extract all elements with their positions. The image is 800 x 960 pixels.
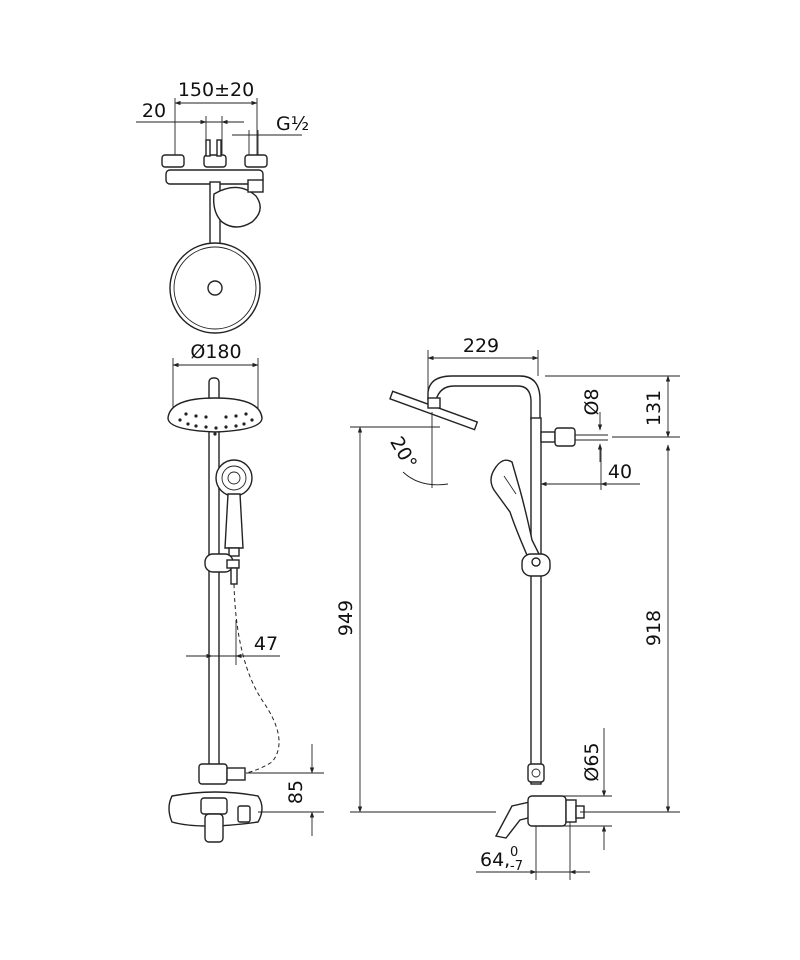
dim-depth-label: 64, [480, 849, 510, 871]
dim-head-dia-label: Ø180 [190, 341, 241, 363]
dim-flange-label: Ø65 [581, 742, 603, 781]
dim-top-label: 131 [643, 390, 665, 426]
dim-angle-label: 20° [385, 433, 421, 473]
dim-20-label: 20 [142, 100, 166, 122]
dim-inlet-label: 85 [285, 780, 307, 804]
dim-thread-label: G½ [276, 113, 309, 135]
dim-pipe-dia-label: Ø8 [581, 388, 603, 415]
dim-reach-label: 229 [463, 335, 499, 357]
top-view: 150±20 20 G½ [136, 79, 309, 334]
dim-height-label: 949 [335, 600, 357, 636]
dim-offset-label: 47 [254, 633, 278, 655]
dim-depth-tol-upper: 0 [510, 845, 518, 860]
dim-depth-tol-lower: -7 [510, 859, 523, 874]
dim-150-label: 150±20 [178, 79, 254, 101]
nozzle-dots [178, 412, 254, 436]
side-view: 229 20° Ø8 131 40 [335, 335, 680, 880]
dim-rail-label: 918 [643, 610, 665, 646]
dim-clearance-label: 40 [608, 461, 632, 483]
front-view: Ø180 47 [167, 341, 324, 843]
